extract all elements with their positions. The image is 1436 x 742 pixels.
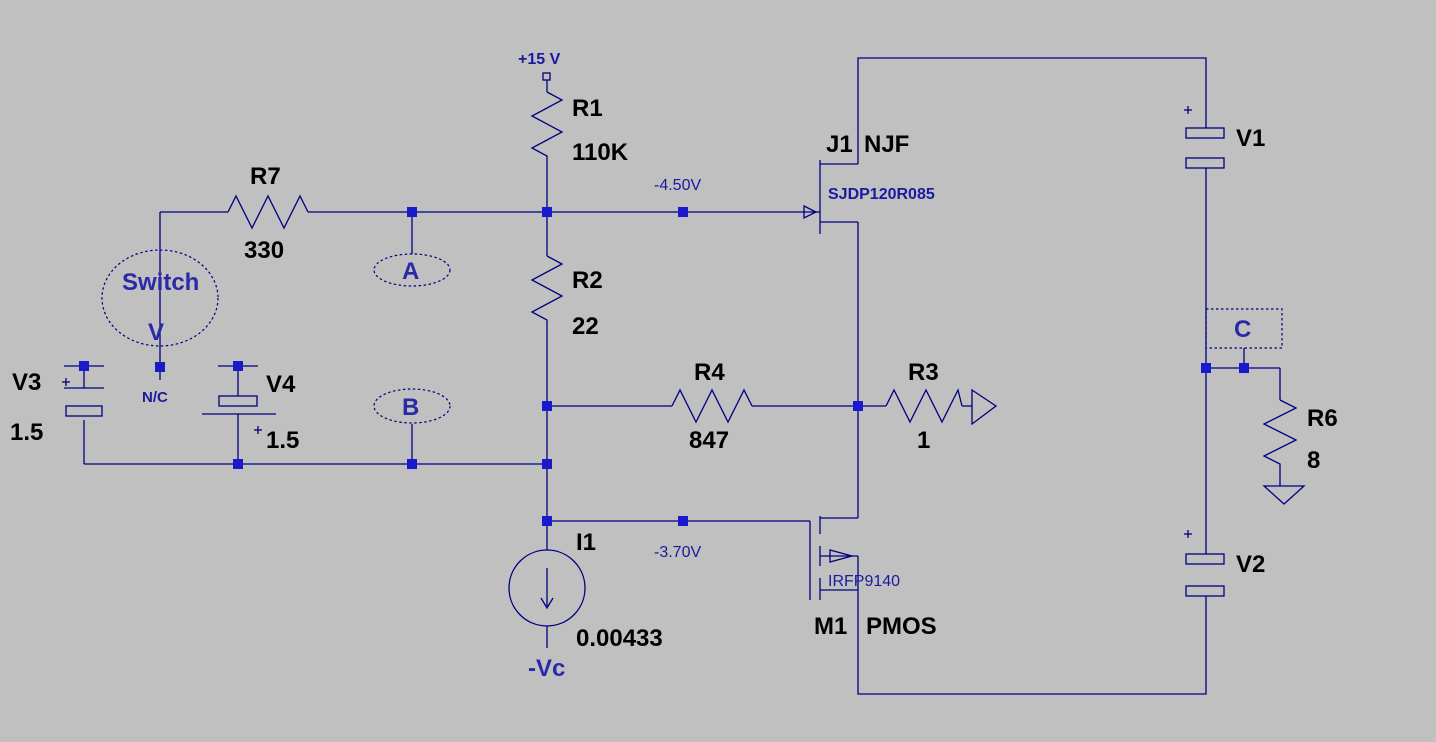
i1-symbol [508,549,586,627]
r2-name: R2 [572,267,603,294]
node-a-label: A [402,258,419,285]
r4-symbol [671,388,753,424]
supply-pin [542,72,551,81]
switch-label: Switch [122,269,199,296]
switch-outline [101,249,219,347]
m1-model: IRFP9140 [828,573,900,590]
switch-nc-label: N/C [142,389,168,406]
supply-label: +15 V [518,51,561,68]
v3-name: V3 [12,369,41,396]
r6-symbol [1262,399,1306,505]
r6-value: 8 [1307,447,1320,474]
r3-name: R3 [908,359,939,386]
node-b-outline [373,388,451,424]
v1-symbol [1184,106,1225,169]
r2-symbol [530,255,564,336]
r6-name: R6 [1307,405,1338,432]
r1-symbol [530,91,564,164]
r7-symbol [227,194,309,230]
v2-name: V2 [1236,551,1265,578]
r1-value: 110K [572,139,629,166]
r7-name: R7 [250,163,281,190]
i1-name: I1 [576,529,596,556]
v2-symbol [1184,530,1225,597]
j1-type: NJF [864,131,909,158]
r1-name: R1 [572,95,603,122]
node-a-outline [373,253,451,287]
wires [83,57,1281,695]
node-c-outline [1205,308,1283,349]
neg-supply-label: -Vc [528,655,565,682]
gate-m1-voltage: -3.70V [654,544,701,561]
r3-value: 1 [917,427,930,454]
v3-symbol [62,365,104,417]
v1-name: V1 [1236,125,1265,152]
v3-value: 1.5 [10,419,43,446]
switch-pin [155,362,165,372]
j1-model: SJDP120R085 [828,186,935,203]
r2-value: 22 [572,313,599,340]
v4-value: 1.5 [266,427,299,454]
v4-symbol [202,365,276,434]
r4-value: 847 [689,427,729,454]
m1-name: M1 [814,613,847,640]
r7-value: 330 [244,237,284,264]
switch-v-label: V [148,319,164,346]
node-c-label: C [1234,316,1251,343]
j1-symbol [803,160,858,234]
j1-name: J1 [826,131,853,158]
m1-type: PMOS [866,613,937,640]
i1-value: 0.00433 [576,625,663,652]
m1-symbol [809,516,859,602]
v4-name: V4 [266,371,296,398]
junction-dots [79,207,1249,526]
node-b-label: B [402,394,419,421]
r4-name: R4 [694,359,725,386]
r3-symbol [885,388,998,426]
gate-j1-voltage: -4.50V [654,177,701,194]
